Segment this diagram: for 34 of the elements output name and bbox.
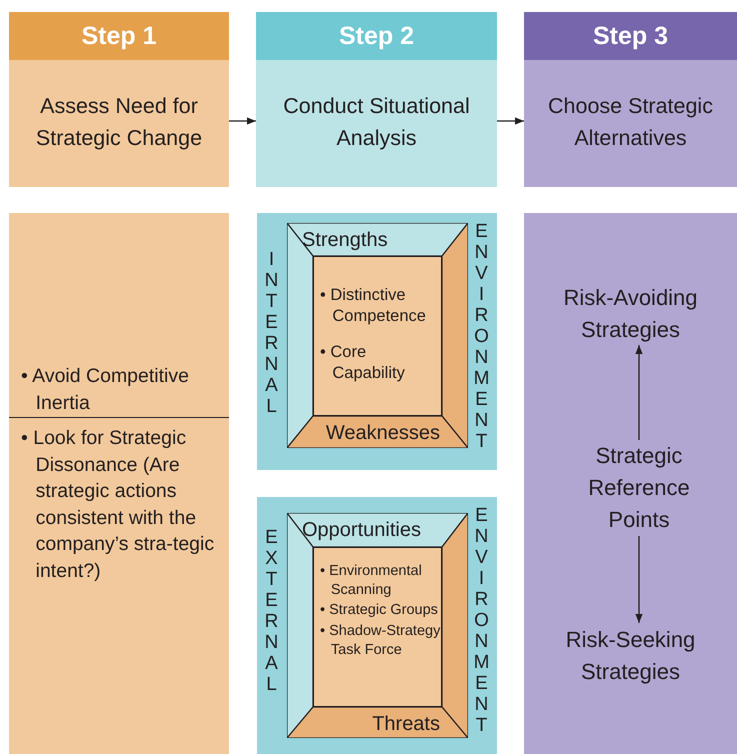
strategy-label: Risk-Avoiding Strategies — [534, 283, 727, 345]
step-title: Assess Need for Strategic Change — [34, 93, 204, 152]
quadrant-label: Strengths — [302, 228, 388, 252]
strategy-label: Risk-Seeking Strategies — [534, 623, 727, 689]
quadrant-label: Weaknesses — [326, 421, 440, 445]
arrow — [635, 536, 643, 623]
step-title: Conduct Situational Analysis — [282, 93, 471, 152]
bullet-item: • Environmental Scanning — [320, 562, 423, 599]
bullet-item: • Avoid Competitive Inertia — [21, 364, 190, 416]
vertical-label: ENVIRONMENT — [471, 221, 492, 452]
environment-panel — [257, 497, 497, 754]
step-header: Step 2 — [256, 12, 497, 60]
step-panel — [9, 213, 229, 754]
step-header: Step 1 — [9, 12, 229, 60]
content-box — [313, 256, 442, 416]
vertical-label: EXTERNAL — [261, 527, 282, 695]
vertical-label: ENVIRONMENT — [471, 505, 492, 736]
strategy-label: Strategic Reference Points — [574, 440, 704, 536]
bullet-item: • Strategic Groups — [320, 601, 439, 620]
bullet-item: • Look for Strategic Dissonance (Are strategic actions consistent with the company’s stra-tegic intent?) — [21, 426, 216, 584]
environment-panel — [257, 213, 497, 470]
step-header: Step 3 — [524, 12, 737, 60]
vertical-label: INTERNAL — [261, 249, 282, 417]
arrow — [497, 117, 524, 125]
bullet-item: • Shadow-Strategy Task Force — [320, 622, 442, 659]
step-title: Choose Strategic Alternatives — [547, 93, 714, 152]
arrow — [635, 345, 643, 440]
quadrant-label: Threats — [372, 712, 440, 736]
step-panel — [524, 213, 737, 754]
bullet-item: • Distinctive Competence — [320, 285, 427, 327]
quadrant-label: Opportunities — [302, 518, 421, 542]
arrow — [229, 117, 256, 125]
bullet-item: • Core Capability — [320, 342, 406, 384]
content-box — [313, 547, 442, 707]
